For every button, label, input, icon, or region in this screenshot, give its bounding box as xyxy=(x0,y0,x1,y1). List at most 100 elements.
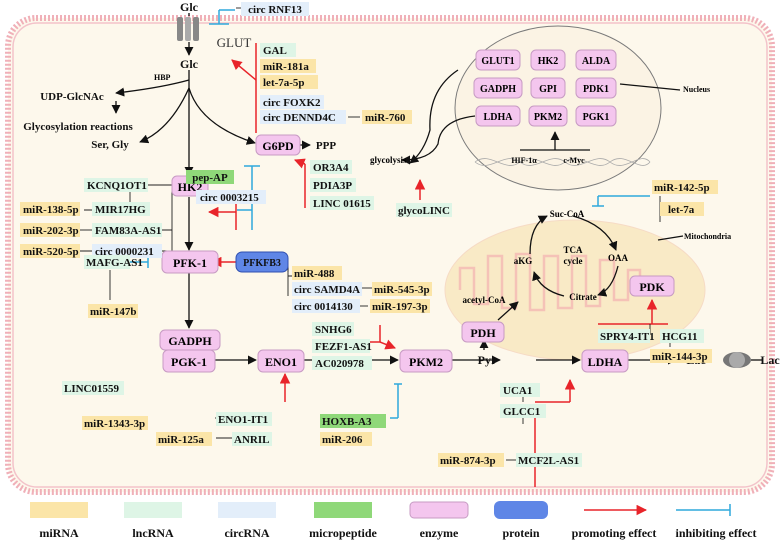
regulator-circ-dennd4c: circ DENND4C xyxy=(260,110,346,124)
svg-text:GAL: GAL xyxy=(263,45,287,57)
oaa: OAA xyxy=(608,253,629,263)
regulator-eno1-it1: ENO1-IT1 xyxy=(216,412,272,426)
nucleus-gene: GADPH xyxy=(473,77,523,99)
regulator-mir1343: miR-1343-3p xyxy=(82,416,148,430)
regulator-mir202: miR-202-3p xyxy=(20,223,80,237)
regulator-hcg11: HCG11 xyxy=(660,329,704,343)
regulator-circ-foxk2: circ FOXK2 xyxy=(260,95,324,109)
svg-text:GADPH: GADPH xyxy=(168,334,212,348)
regulator-fam83a: FAM83A-AS1 xyxy=(92,223,162,237)
regulator-mcf2l: MCF2L-AS1 xyxy=(516,453,582,467)
svg-text:miR-488: miR-488 xyxy=(294,268,335,280)
regulator-mir17hg: MIR17HG xyxy=(92,202,150,216)
svg-text:HK2: HK2 xyxy=(538,56,559,67)
citrate: Citrate xyxy=(569,292,596,302)
svg-text:PDK1: PDK1 xyxy=(583,84,609,95)
enzymes: G6PD HK2 PFK-1 GADPH PGK-1 ENO1 PKM2 PDH… xyxy=(159,134,675,373)
regulator-let7a: let-7a xyxy=(660,202,704,216)
svg-text:PFKFB3: PFKFB3 xyxy=(243,258,281,269)
metabolite-labels: Glc GLUT Glc HBP UDP-GlcNAc Glycosylatio… xyxy=(23,0,780,367)
nucleus-gene: PGK1 xyxy=(575,105,617,127)
svg-text:HCG11: HCG11 xyxy=(662,331,697,343)
hif-label: HIF-1α xyxy=(511,156,537,165)
protein-pfkfb3: PFKFB3 xyxy=(235,251,289,273)
svg-text:PGK1: PGK1 xyxy=(583,112,610,123)
enzyme-pfk1: PFK-1 xyxy=(161,250,219,274)
glut-label: GLUT xyxy=(217,35,252,50)
tca-label-2: cycle xyxy=(564,256,583,266)
regulator-ac020978: AC020978 xyxy=(312,356,372,370)
regulator-pdia3p: PDIA3P xyxy=(310,178,356,192)
enzyme-pgk1: PGK-1 xyxy=(162,349,216,373)
svg-text:FEZF1-AS1: FEZF1-AS1 xyxy=(315,341,372,353)
regulator-anril: ANRIL xyxy=(232,432,272,446)
regulator-mir125a: miR-125a xyxy=(156,432,212,446)
enzyme-gadph: GADPH xyxy=(159,329,221,351)
enzyme-eno1: ENO1 xyxy=(257,349,305,373)
svg-text:circ DENND4C: circ DENND4C xyxy=(263,112,336,124)
svg-text:ENO1-IT1: ENO1-IT1 xyxy=(218,414,268,426)
enzyme-pdh: PDH xyxy=(461,321,505,343)
nucleus-gene: PKM2 xyxy=(528,105,568,127)
svg-text:HOXB-A3: HOXB-A3 xyxy=(322,416,372,428)
svg-text:PDH: PDH xyxy=(470,326,496,340)
nucleus-gene: GLUT1 xyxy=(475,49,521,71)
svg-text:OR3A4: OR3A4 xyxy=(313,162,349,174)
nucleus-label: Nucleus xyxy=(683,85,710,94)
svg-text:circ 0014130: circ 0014130 xyxy=(294,301,353,313)
glycosylation-reactions: Glycosylation reactions xyxy=(23,121,133,133)
svg-text:MCF2L-AS1: MCF2L-AS1 xyxy=(518,455,579,467)
svg-text:miR-147b: miR-147b xyxy=(90,306,136,318)
svg-text:LDHA: LDHA xyxy=(484,112,514,123)
regulator-circ0003215: circ 0003215 xyxy=(196,190,266,204)
legend-circrna: circRNA xyxy=(218,502,276,540)
regulator-mir206: miR-206 xyxy=(320,432,372,446)
svg-text:PDIA3P: PDIA3P xyxy=(313,180,352,192)
nucleus-gene: LDHA xyxy=(475,105,521,127)
svg-text:LINC01559: LINC01559 xyxy=(64,383,120,395)
nucleus-gene: ALDA xyxy=(575,49,617,71)
legend-lncrna: lncRNA xyxy=(124,502,182,540)
ppp-label: PPP xyxy=(316,140,336,152)
regulator-hoxb-a3: HOXB-A3 xyxy=(320,414,386,428)
regulator-linc01615: LINC 01615 xyxy=(310,196,374,210)
enzyme-pdk: PDK xyxy=(629,275,675,297)
legend-protein: protein xyxy=(494,501,548,540)
enzyme-ldha: LDHA xyxy=(581,349,629,373)
svg-text:miR-138-5p: miR-138-5p xyxy=(23,204,79,216)
legend-inhibiting: inhibiting effect xyxy=(676,504,757,540)
legend-enzyme: enzyme xyxy=(409,501,469,540)
legend-mirna: miRNA xyxy=(30,502,88,540)
svg-text:ALDA: ALDA xyxy=(582,56,611,67)
svg-text:ANRIL: ANRIL xyxy=(234,434,269,446)
tca-label-1: TCA xyxy=(563,245,583,255)
akg: aKG xyxy=(514,256,533,266)
svg-text:FAM83A-AS1: FAM83A-AS1 xyxy=(95,225,161,237)
svg-text:miR-1343-3p: miR-1343-3p xyxy=(84,418,145,430)
svg-text:circ SAMD4A: circ SAMD4A xyxy=(294,284,360,296)
regulator-glyco-linc: glycoLINC xyxy=(396,203,452,217)
svg-text:circ RNF13: circ RNF13 xyxy=(248,4,302,16)
svg-text:let-7a: let-7a xyxy=(668,204,695,216)
nucleus-gene: PDK1 xyxy=(575,77,617,99)
regulators: circ RNF13 GAL miR-181a let-7a-5p circ F… xyxy=(20,2,718,467)
svg-text:PDK: PDK xyxy=(639,280,665,294)
inhibiting-lines xyxy=(130,9,650,419)
regulator-mafg-as1: MAFG-AS1 xyxy=(84,255,143,269)
svg-text:circRNA: circRNA xyxy=(224,526,269,540)
svg-text:GPI: GPI xyxy=(539,84,557,95)
dna-helix xyxy=(474,158,651,166)
regulator-mir545: miR-545-3p xyxy=(372,282,432,296)
svg-text:MIR17HG: MIR17HG xyxy=(95,204,146,216)
regulator-mir520: miR-520-5p xyxy=(20,244,80,258)
svg-text:G6PD: G6PD xyxy=(262,139,294,153)
svg-text:protein: protein xyxy=(502,526,539,540)
nucleus-genes: GLUT1 HK2 ALDA GADPH GPI PDK1 LDHA PKM2 … xyxy=(473,49,617,127)
lac-extracellular: Lac xyxy=(760,353,780,367)
svg-text:miR-197-3p: miR-197-3p xyxy=(372,301,428,313)
nucleus-gene: HK2 xyxy=(530,49,566,71)
svg-text:circ FOXK2: circ FOXK2 xyxy=(263,97,321,109)
svg-text:miR-202-3p: miR-202-3p xyxy=(23,225,79,237)
regulator-mir874: miR-874-3p xyxy=(438,453,504,467)
svg-text:pep-AP: pep-AP xyxy=(192,172,228,184)
